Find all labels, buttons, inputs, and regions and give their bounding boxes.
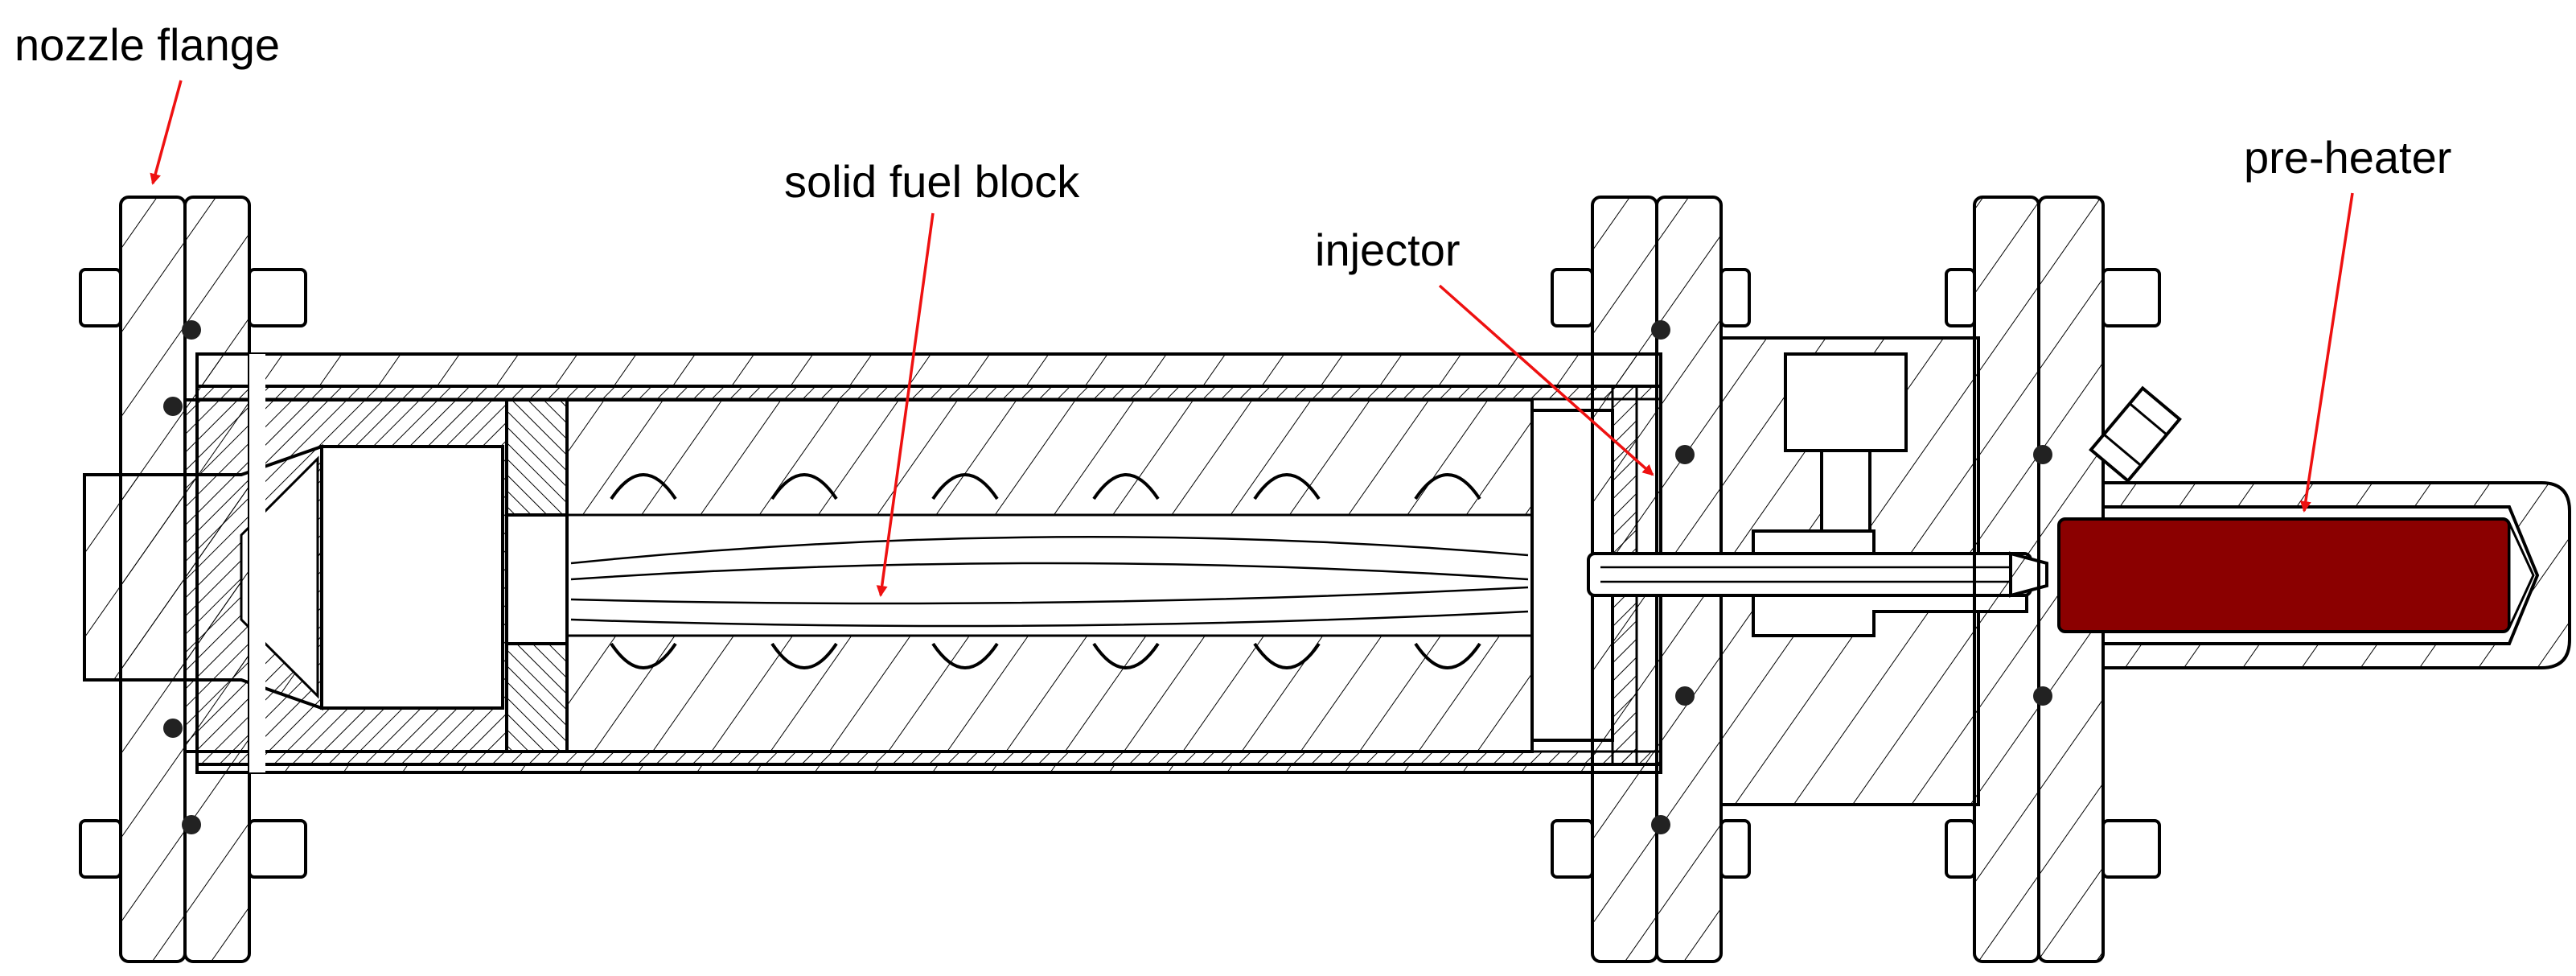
solid-fuel-block-arrow xyxy=(876,212,935,597)
preheater-element xyxy=(2057,517,2511,633)
pre-heater-label: pre-heater xyxy=(2244,132,2451,183)
injector-label: injector xyxy=(1315,224,1461,275)
o-ring-seals xyxy=(163,320,2052,834)
pre-heater-arrow xyxy=(2299,192,2354,513)
solid-fuel-block xyxy=(565,398,1534,753)
bolt-set xyxy=(79,268,2161,879)
solid-fuel-block-label: solid fuel block xyxy=(784,156,1080,207)
nozzle-flange-arrow xyxy=(150,80,183,185)
injector-arrow xyxy=(1438,284,1654,476)
nozzle-flange-drawing xyxy=(119,196,265,963)
preheater-assembly xyxy=(2057,385,2571,669)
nozzle-flange-label: nozzle flange xyxy=(14,19,280,70)
